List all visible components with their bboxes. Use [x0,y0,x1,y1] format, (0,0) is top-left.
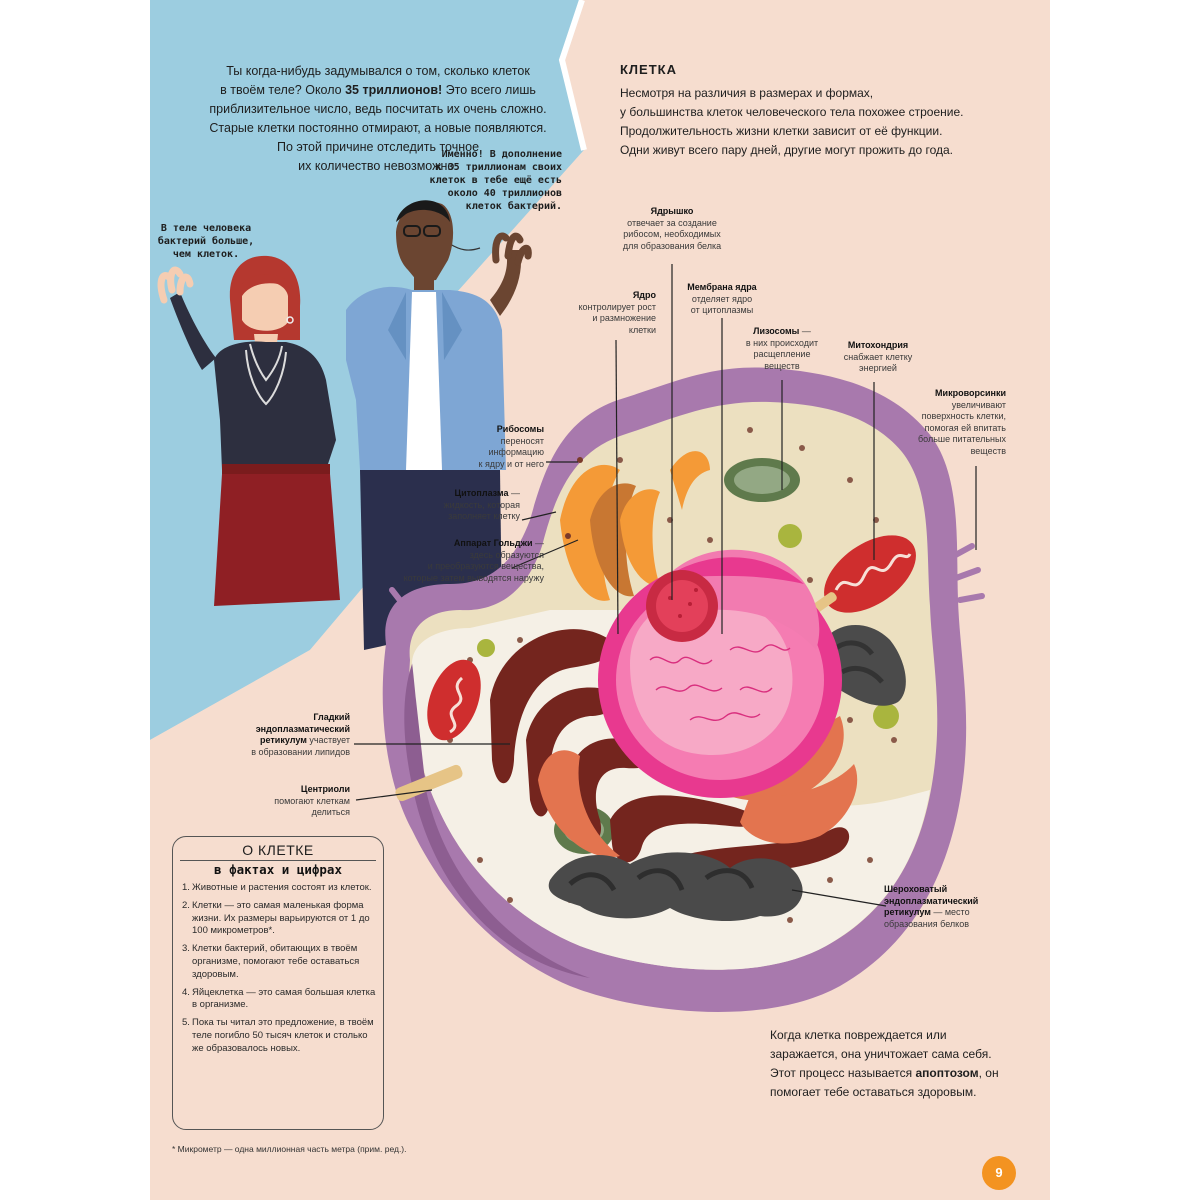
fact-item: 2.Клетки — это самая маленькая форма жиз… [182,899,370,937]
facts-list: 1.Животные и растения состоят из клеток.… [182,882,378,1061]
apoptosis-text: Когда клетка повреждается или заражается… [770,1028,999,1099]
fact-item: 3.Клетки бактерий, обитающих в твоём орг… [182,943,360,980]
intro-line: Ты когда-нибудь задумывался о том, сколь… [226,64,530,78]
facts-subtitle: в фактах и цифрах [180,860,376,877]
cell-diagram [382,367,985,1013]
fact-item: 4.Яйцеклетка — это самая большая клетка … [182,986,376,1011]
leader-lines [354,264,977,907]
cell-title: КЛЕТКА [620,62,677,77]
bubble-pointer-man [449,243,481,251]
facts-box [172,836,384,1130]
intro-line: в твоём теле? Около 35 триллионов! Это в… [220,83,536,97]
book-page: Ты когда-нибудь задумывался о том, сколь… [150,0,1050,1200]
illustration [150,0,985,1013]
nucleus [598,549,842,798]
cell-description: Несмотря на различия в размерах и формах… [620,86,964,157]
apoptosis-term: апоптозом [915,1066,979,1080]
intro-line: Старые клетки постоянно отмирают, а новы… [209,121,547,135]
facts-title: О КЛЕТКЕ [242,842,314,858]
intro-highlight: 35 триллионов! [345,83,443,97]
label-rough-er: Шероховатый эндоплазматический ретикулум… [884,884,979,929]
golgi-apparatus [560,451,710,601]
mitochondrion [824,535,916,613]
mitochondrion-2 [427,659,481,741]
intro-line: их количество невозможно. [298,159,458,173]
page-number: 9 [982,1156,1016,1190]
rough-er-dark [548,852,803,922]
intro-line: приблизительное число, ведь посчитать их… [209,102,547,116]
intro-text: Ты когда-нибудь задумывался о том, сколь… [178,62,578,176]
fact-item: 1.Животные и растения состоят из клеток. [182,882,372,893]
footnote: * Микрометр — одна миллионная часть метр… [172,1144,407,1154]
fact-item: 5.Пока ты читал это предложение, в твоём… [182,1017,374,1054]
intro-line: По этой причине отследить точное [276,140,480,154]
label-smooth-er: Гладкий эндоплазматический ретикулум уча… [251,712,350,757]
woman-figure [157,255,340,606]
